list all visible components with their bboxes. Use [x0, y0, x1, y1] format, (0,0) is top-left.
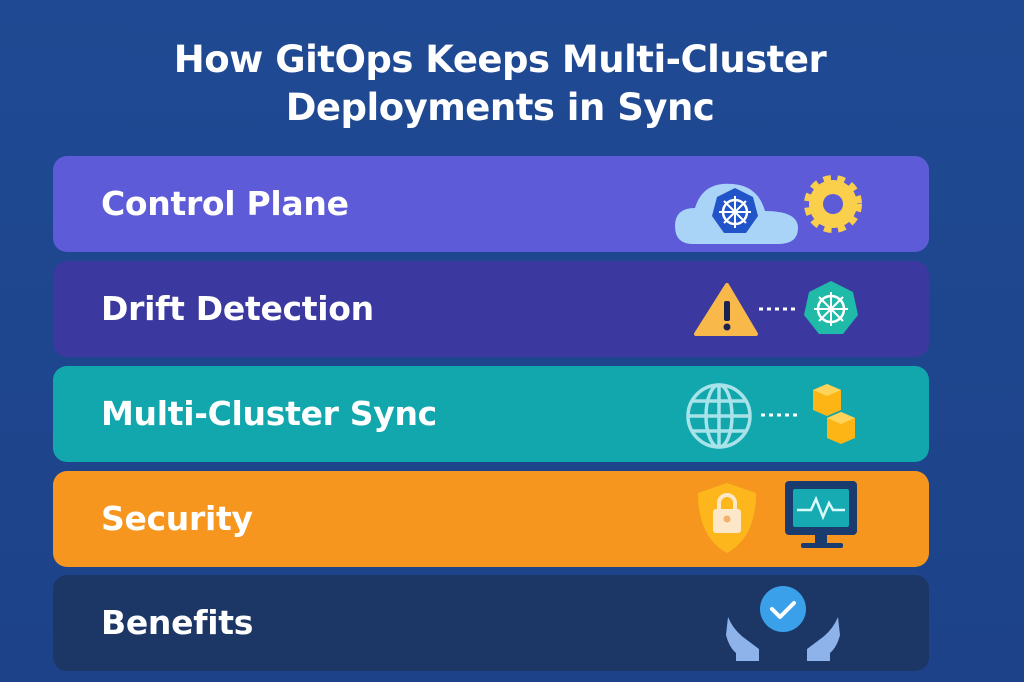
monitor-pulse-icon	[785, 481, 857, 548]
row-benefits: Benefits	[53, 575, 929, 671]
row-label: Security	[101, 499, 253, 538]
row-control-plane: Control Plane	[53, 156, 929, 252]
row-label: Drift Detection	[101, 289, 374, 328]
row-drift-detection: Drift Detection	[53, 261, 929, 357]
kubernetes-icon	[804, 281, 858, 334]
globe-icon	[686, 383, 752, 449]
row-security: Security	[53, 471, 929, 567]
row-label: Benefits	[101, 603, 254, 642]
warning-icon	[694, 283, 758, 336]
hands-check-icon	[726, 586, 840, 661]
title-line-2: Deployments in Sync	[285, 86, 715, 129]
shield-lock-icon	[698, 483, 756, 553]
page-title: How GitOps Keeps Multi-Cluster Deploymen…	[0, 36, 1000, 132]
cubes-icon	[813, 384, 855, 444]
gear-icon	[804, 175, 862, 233]
row-multi-cluster-sync: Multi-Cluster Sync	[53, 366, 929, 462]
row-label: Multi-Cluster Sync	[101, 394, 437, 433]
row-label: Control Plane	[101, 184, 349, 223]
cloud-kubernetes-icon	[675, 183, 798, 244]
title-line-1: How GitOps Keeps Multi-Cluster	[173, 38, 827, 81]
